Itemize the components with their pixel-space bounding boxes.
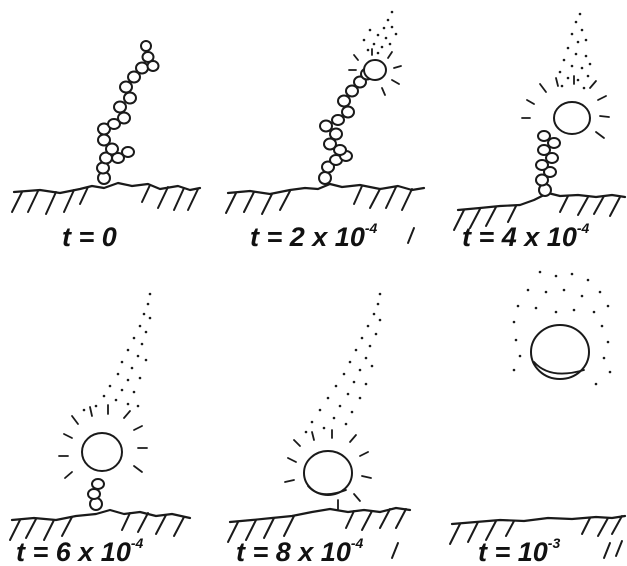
label-slash [616, 541, 622, 556]
time-label-t4: t = 4 x 10-4 [462, 220, 590, 252]
particle-chain [319, 60, 386, 184]
evaporating-vapor [363, 11, 398, 55]
label-slash [392, 543, 398, 558]
label-slash [604, 543, 610, 558]
particle-chain [97, 41, 159, 184]
panel-t6: t = 6 x 10-4 [10, 293, 190, 566]
ground-hatching [10, 513, 184, 540]
time-label-t8: t = 8 x 10-4 [236, 535, 364, 566]
particle [531, 325, 589, 379]
particle-chain [536, 102, 590, 196]
panel-t0: t = 0 [12, 41, 200, 252]
panel-t10: t = 10-3 [450, 271, 625, 566]
time-label-t10: t = 10-3 [478, 535, 560, 566]
label-slash [408, 228, 414, 243]
ground-hatching [226, 186, 412, 214]
time-label-t6: t = 6 x 10-4 [16, 535, 144, 566]
particle-chain [82, 433, 122, 510]
evaporating-vapor [559, 13, 592, 90]
particle [304, 451, 352, 495]
panel-t4: t = 4 x 10-4 [454, 13, 625, 252]
ground-surface [230, 508, 410, 522]
time-label-t2: t = 2 x 10-4 [250, 220, 378, 252]
evaporating-vapor [83, 293, 152, 412]
ground-surface [14, 183, 200, 193]
panel-t8: t = 8 x 10-4 [228, 293, 410, 566]
panel-t2: t = 2 x 10-4 [226, 11, 424, 252]
time-label-t0: t = 0 [62, 222, 117, 252]
evaporating-vapor [305, 293, 382, 434]
